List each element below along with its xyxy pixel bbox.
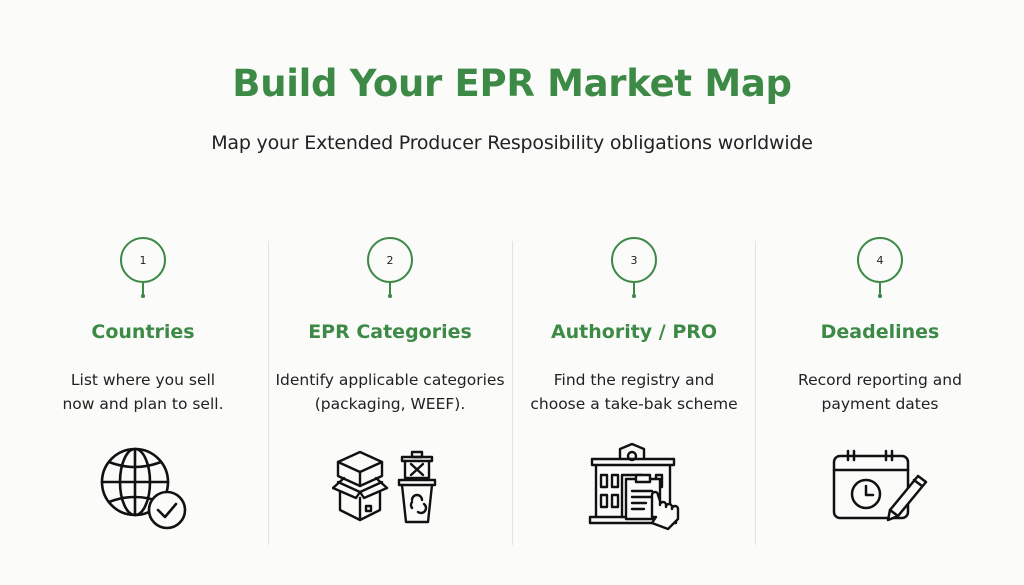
divider bbox=[268, 241, 269, 545]
step-badge: 3 bbox=[611, 236, 657, 298]
step-number: 1 bbox=[120, 237, 166, 283]
page-subtitle: Map your Extended Producer Resposibility… bbox=[211, 132, 813, 154]
step-number: 4 bbox=[857, 237, 903, 283]
divider bbox=[755, 241, 756, 545]
step-description: List where you sell now and plan to sell… bbox=[62, 371, 224, 413]
step-description: Identify applicable categories (packagin… bbox=[275, 371, 505, 413]
connector-line bbox=[389, 283, 391, 295]
step-deadlines: 4 Deadelines Record reporting and paymen… bbox=[758, 236, 1002, 546]
step-number: 2 bbox=[367, 237, 413, 283]
box-recycle-bin-icon bbox=[332, 448, 448, 528]
page-title: Build Your EPR Market Map bbox=[232, 62, 792, 105]
step-number: 3 bbox=[611, 237, 657, 283]
step-epr-categories: 2 EPR Categories Identify applicable cat… bbox=[272, 236, 508, 546]
step-badge: 1 bbox=[120, 236, 166, 298]
calendar-clock-pencil-icon bbox=[830, 448, 930, 522]
step-title: Deadelines bbox=[820, 321, 940, 343]
step-description: Record reporting and payment dates bbox=[798, 371, 962, 413]
step-title: Authority / PRO bbox=[550, 321, 718, 343]
connector-line bbox=[879, 283, 881, 295]
connector-dot bbox=[878, 294, 882, 298]
step-description: Find the registry and choose a take-bak … bbox=[530, 371, 738, 413]
step-badge: 2 bbox=[367, 236, 413, 298]
connector-line bbox=[633, 283, 635, 295]
connector-line bbox=[142, 283, 144, 295]
divider bbox=[512, 241, 513, 545]
step-title: Countries bbox=[91, 321, 195, 343]
step-countries: 1 Countries List where you sell now and … bbox=[30, 236, 256, 546]
connector-dot bbox=[632, 294, 636, 298]
building-clipboard-icon bbox=[586, 441, 682, 531]
connector-dot bbox=[388, 294, 392, 298]
step-authority-pro: 3 Authority / PRO Find the registry and … bbox=[515, 236, 753, 546]
connector-dot bbox=[141, 294, 145, 298]
step-badge: 4 bbox=[857, 236, 903, 298]
globe-check-icon bbox=[95, 442, 191, 534]
step-title: EPR Categories bbox=[308, 321, 472, 343]
